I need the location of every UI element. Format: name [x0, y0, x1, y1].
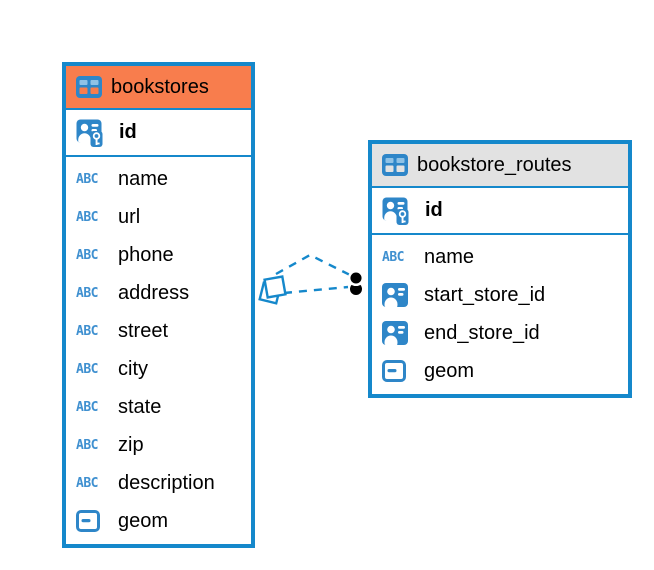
text-type-icon: ABC — [76, 323, 98, 339]
column-row[interactable]: ABC state — [66, 388, 251, 426]
column-row[interactable]: end_store_id — [372, 314, 628, 352]
column-row[interactable]: ABC description — [66, 464, 251, 502]
text-type-icon: ABC — [382, 249, 404, 265]
text-type-icon: ABC — [76, 171, 98, 187]
column-row[interactable]: geom — [372, 352, 628, 390]
text-type-icon: ABC — [76, 285, 98, 301]
geometry-type-icon — [382, 360, 406, 382]
column-label: name — [424, 245, 475, 268]
table-title: bookstores — [111, 75, 209, 98]
text-type-icon: ABC — [76, 437, 98, 453]
column-row[interactable]: ABC name — [66, 160, 251, 198]
relationship-link[interactable] — [283, 285, 349, 295]
table-node-bookstores[interactable]: bookstores id — [62, 62, 255, 548]
primary-key-label: id — [425, 199, 443, 221]
primary-key-label: id — [119, 121, 137, 143]
column-row[interactable]: ABC city — [66, 350, 251, 388]
column-row[interactable]: ABC url — [66, 198, 251, 236]
table-title: bookstore_routes — [417, 153, 572, 176]
relationship-link[interactable] — [275, 253, 351, 277]
table-node-bookstore-routes[interactable]: bookstore_routes — [368, 140, 632, 398]
relationship-connector — [258, 253, 365, 305]
text-type-icon: ABC — [76, 475, 98, 491]
column-label: zip — [118, 433, 144, 456]
column-label: end_store_id — [424, 321, 540, 344]
text-type-icon: ABC — [76, 209, 98, 225]
column-label: address — [118, 281, 190, 304]
column-row[interactable]: ABC name — [372, 238, 628, 276]
column-row[interactable]: start_store_id — [372, 276, 628, 314]
primary-key-icon — [76, 119, 103, 147]
column-label: geom — [424, 359, 475, 382]
column-row[interactable]: ABC zip — [66, 426, 251, 464]
column-row[interactable]: ABC street — [66, 312, 251, 350]
table-icon — [382, 154, 408, 176]
column-list: ABC name ABC url ABC phone ABC address A… — [66, 157, 251, 544]
relationship-end-dot[interactable] — [347, 269, 365, 295]
column-label: description — [118, 471, 215, 494]
table-icon — [76, 76, 102, 98]
foreign-key-icon — [382, 321, 408, 345]
column-label: start_store_id — [424, 283, 546, 306]
column-list: ABC name start_store_i — [372, 235, 628, 394]
column-row-primary-key[interactable]: id — [66, 110, 251, 157]
column-row[interactable]: ABC address — [66, 274, 251, 312]
column-row[interactable]: ABC phone — [66, 236, 251, 274]
foreign-key-icon — [382, 283, 408, 307]
text-type-icon: ABC — [76, 361, 98, 377]
column-row[interactable]: geom — [66, 502, 251, 540]
text-type-icon: ABC — [76, 399, 98, 415]
table-header-bookstores[interactable]: bookstores — [66, 66, 251, 110]
column-label: city — [118, 357, 148, 380]
column-row-primary-key[interactable]: id — [372, 188, 628, 235]
text-type-icon: ABC — [76, 247, 98, 263]
column-label: url — [118, 205, 141, 228]
relationship-many-end-icon[interactable] — [258, 275, 287, 305]
geometry-type-icon — [76, 510, 100, 532]
column-label: geom — [118, 509, 169, 532]
primary-key-icon — [382, 197, 409, 225]
column-label: phone — [118, 243, 174, 266]
column-label: state — [118, 395, 162, 418]
table-header-bookstore-routes[interactable]: bookstore_routes — [372, 144, 628, 188]
column-label: name — [118, 167, 169, 190]
column-label: street — [118, 319, 169, 342]
